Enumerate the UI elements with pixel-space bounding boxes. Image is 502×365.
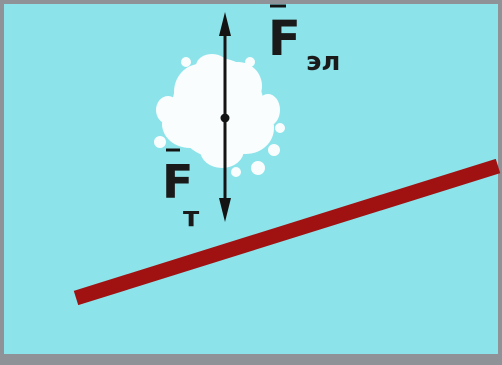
electric-force-label: F эл xyxy=(268,4,340,77)
arrow-down-icon xyxy=(219,198,231,222)
force-arrows xyxy=(219,12,231,222)
gravity-force-subscript: т xyxy=(183,200,200,233)
gravity-force-symbol: F xyxy=(162,155,193,209)
gravity-force-label: F т xyxy=(162,148,200,233)
electric-force-subscript: эл xyxy=(306,47,340,77)
electric-force-symbol: F xyxy=(268,11,301,67)
application-point-icon xyxy=(220,113,230,123)
charged-rod-icon xyxy=(73,158,501,306)
arrow-up-icon xyxy=(219,12,231,36)
dust-particle-icon xyxy=(154,54,285,177)
